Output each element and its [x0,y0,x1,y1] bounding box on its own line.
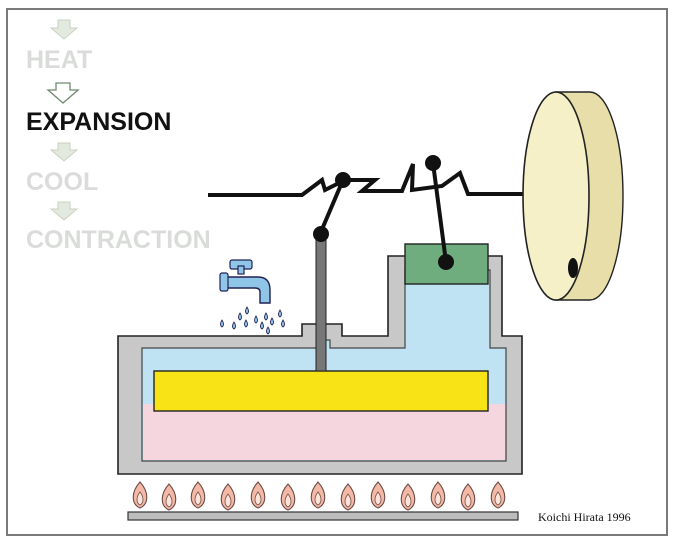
flame-core [464,493,472,508]
water-drop-icon [220,319,224,328]
flame-core [314,491,322,506]
flame-core [224,493,232,508]
heated-air-region [143,404,505,460]
flame-core [254,491,262,506]
burner-plate [127,511,519,521]
piston-connecting-rod [431,162,448,263]
water-drop-icon [270,317,274,326]
displacer-rod [315,231,327,372]
flames [132,481,506,511]
water-drop-icon [281,319,285,328]
water-drop-icon [232,321,236,330]
stage-label-contraction: CONTRACTION [26,226,211,254]
water-drop-icon [264,312,268,321]
down-arrow-icon [49,201,79,221]
water-drops [220,306,285,335]
flame-core [374,491,382,506]
flame-core [434,491,442,506]
flywheel-pin [568,258,578,278]
displacer-connecting-rod [318,179,345,235]
faucet-icon [219,259,271,304]
water-drop-icon [244,319,248,328]
water-drop-icon [278,309,282,318]
joint [438,254,454,270]
water-drop-icon [260,321,264,330]
water-drop-icon [238,312,242,321]
water-drop-icon [245,306,249,315]
down-arrow-icon [46,82,80,104]
crankshaft [208,163,558,197]
flame-core [136,491,144,506]
joint [313,226,329,242]
flame-core [194,491,202,506]
flame-core [404,493,412,508]
stage-label-cool: COOL [26,168,99,196]
joint [425,155,441,171]
displacer [153,370,489,412]
flame-core [284,493,292,508]
down-arrow-icon [49,142,79,162]
stage-label-heat: HEAT [26,46,93,74]
stage-label-expansion: EXPANSION [26,108,172,136]
flywheel [522,91,624,301]
water-drop-icon [254,315,258,324]
stage-arrows [46,19,80,221]
flame-core [165,493,173,508]
flame-core [494,491,502,506]
joint [335,172,351,188]
credit-text: Koichi Hirata 1996 [538,510,631,524]
down-arrow-icon [49,19,79,40]
flame-core [344,493,352,508]
water-drop-icon [266,326,270,335]
